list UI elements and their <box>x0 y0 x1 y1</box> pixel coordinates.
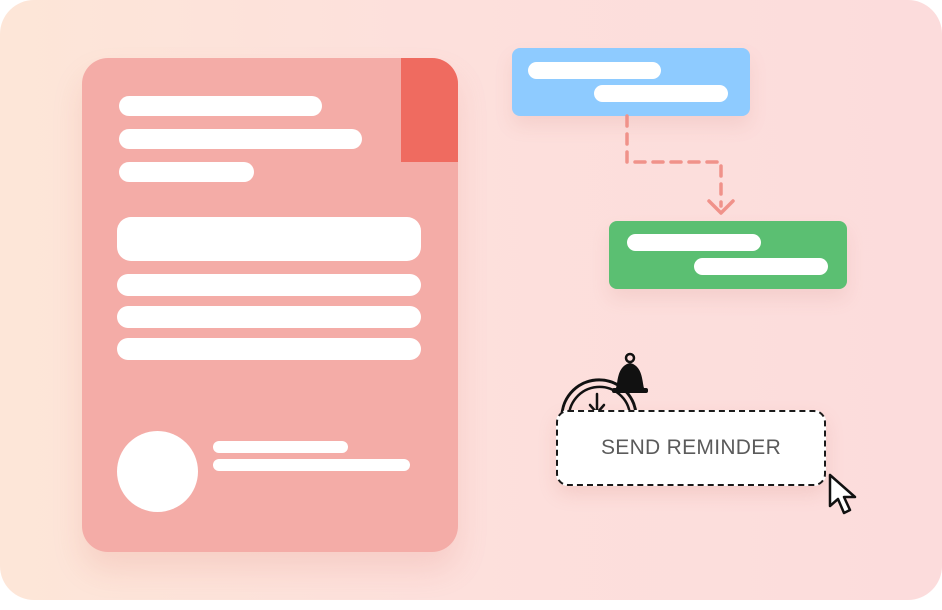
flow-step-blue <box>512 48 750 116</box>
flow-step-green <box>609 221 847 289</box>
flow-placeholder-line <box>528 62 661 79</box>
doc-placeholder-line <box>119 129 362 149</box>
document-corner-tab <box>401 58 458 162</box>
mouse-pointer-icon <box>828 473 857 515</box>
send-reminder-button[interactable]: SEND REMINDER <box>556 410 826 486</box>
doc-placeholder-line <box>119 162 254 182</box>
clock-icon <box>560 378 638 421</box>
flow-placeholder-line <box>594 85 728 102</box>
document-card <box>82 58 458 552</box>
dashed-connector-arrow <box>625 114 735 215</box>
flow-placeholder-line <box>694 258 828 275</box>
doc-signature-line <box>213 441 348 453</box>
send-reminder-label: SEND REMINDER <box>600 436 782 459</box>
doc-placeholder-block <box>117 217 421 261</box>
doc-placeholder-line <box>117 338 421 360</box>
doc-placeholder-line <box>117 306 421 328</box>
doc-placeholder-line <box>119 96 322 116</box>
bell-icon <box>612 352 648 393</box>
flow-placeholder-line <box>627 234 761 251</box>
avatar-placeholder <box>117 431 198 512</box>
doc-placeholder-line <box>117 274 421 296</box>
doc-signature-line <box>213 459 410 471</box>
